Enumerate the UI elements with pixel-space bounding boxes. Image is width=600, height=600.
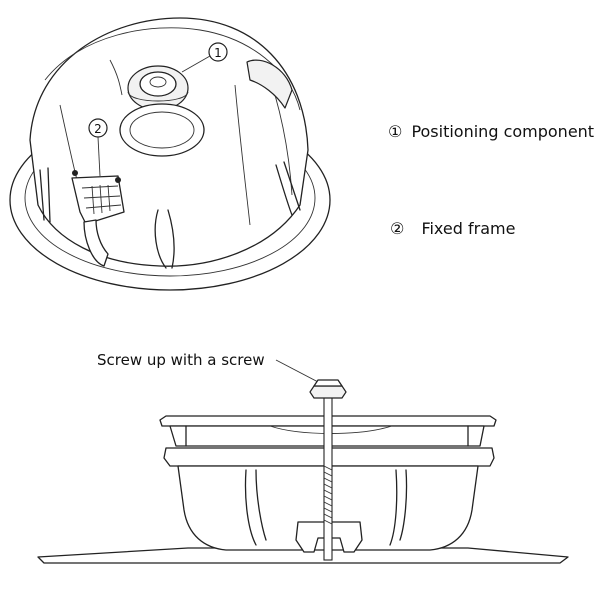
clamp-leg [39, 169, 45, 221]
center-bore-inner [129, 111, 195, 149]
callout-1-circle [208, 42, 228, 62]
screw-rod [323, 395, 333, 561]
clamp-leg [154, 209, 167, 269]
side-slot [246, 59, 293, 109]
center-bore-outer [119, 103, 205, 157]
bracket-screw [72, 170, 78, 176]
fixed-frame-bracket [71, 170, 125, 267]
legend-label: Positioning component [411, 122, 594, 141]
legend-label: Fixed frame [421, 219, 515, 238]
screw-thread [323, 465, 333, 525]
panel-seam [109, 59, 123, 96]
side-clamp-arm [389, 469, 398, 546]
screw-head-cap [313, 379, 343, 387]
top-knob-inner [149, 76, 167, 88]
callout-1-leader [181, 55, 211, 73]
screw-annotation: Screw up with a screw [97, 351, 265, 369]
bracket-screw [115, 177, 121, 183]
housing-perspective-view: 1 2 [9, 17, 331, 291]
side-clamp-arm [255, 469, 267, 541]
screw-head [309, 385, 347, 399]
clamp-leg [275, 164, 293, 216]
legend-item-positioning-component: ① Positioning component [388, 122, 594, 141]
callout-2-leader [97, 136, 101, 177]
side-clamp-arm [244, 469, 257, 546]
legend-symbol: ② [390, 219, 404, 238]
housing-side-view: Screw up with a screw [37, 351, 569, 564]
top-knob-mid [139, 71, 177, 97]
top-knob-neck [127, 91, 189, 102]
callout-1-number: 1 [214, 46, 222, 60]
clamp-leg [167, 209, 175, 269]
legend: ① Positioning component ② Fixed frame [388, 122, 594, 238]
clamp-leg [47, 167, 51, 223]
ceiling-plate [37, 547, 569, 564]
clamp-leg [283, 161, 301, 211]
callout-2-number: 2 [94, 122, 102, 136]
screw-annotation-leader [275, 359, 321, 384]
side-clamp-arm [399, 469, 408, 541]
legend-symbol: ① [388, 122, 402, 141]
legend-item-fixed-frame: ② Fixed frame [390, 219, 515, 238]
panel-seam [234, 84, 251, 226]
